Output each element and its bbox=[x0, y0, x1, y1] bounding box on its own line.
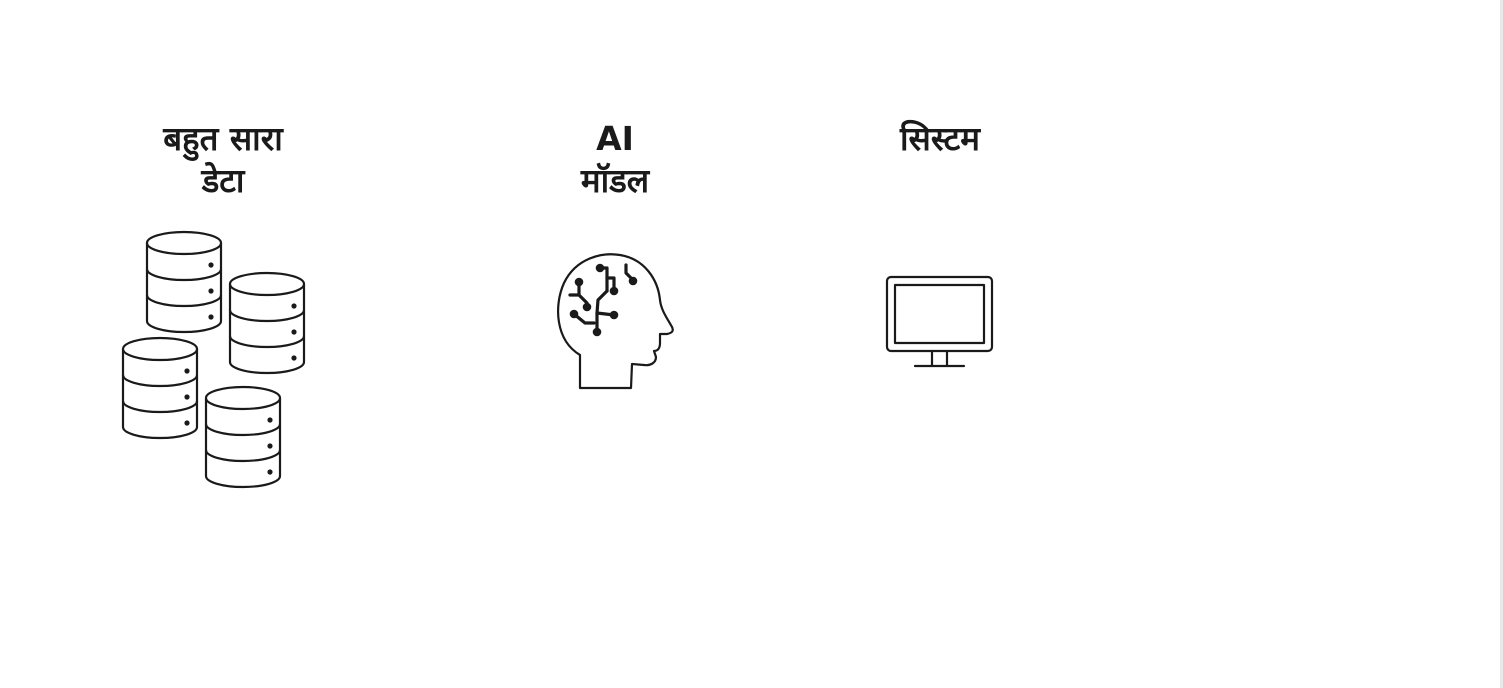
database-stack-icon bbox=[116, 226, 312, 494]
data-label: बहुत सारा डेटा bbox=[163, 119, 283, 200]
right-edge-border bbox=[1500, 0, 1503, 688]
ai-model-label: AI मॉडल bbox=[580, 119, 650, 200]
ai-head-circuit-icon bbox=[550, 245, 680, 395]
monitor-icon bbox=[884, 274, 996, 372]
system-label: सिस्टम bbox=[899, 119, 981, 158]
